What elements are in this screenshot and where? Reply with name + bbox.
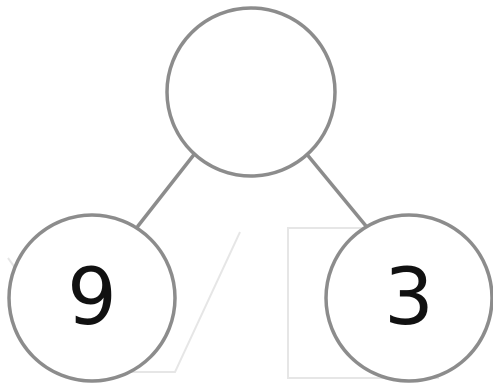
left-part-node: 9 (7, 213, 177, 383)
left-part-node-value: 9 (67, 253, 117, 343)
left-part-node-circle (7, 213, 177, 383)
right-part-node: 3 (324, 213, 493, 383)
whole-node[interactable] (165, 6, 337, 178)
right-part-node-circle (324, 213, 493, 383)
edge-whole-to-right-part (303, 150, 368, 228)
right-part-node-value: 3 (384, 253, 434, 343)
edge-whole-to-left-part (136, 150, 198, 228)
whole-node-circle[interactable] (165, 6, 337, 178)
